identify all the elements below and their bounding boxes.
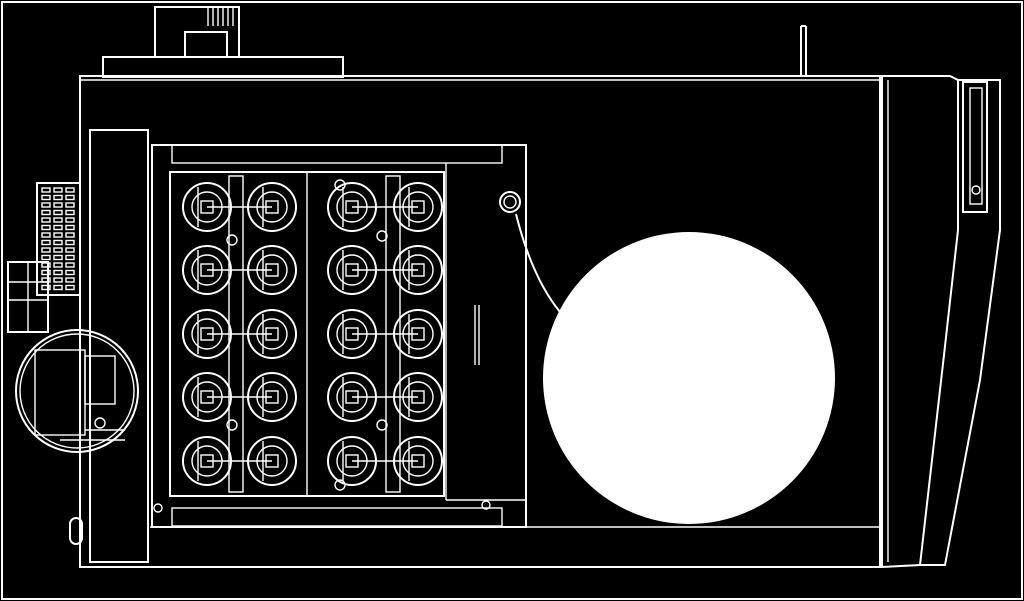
vent-slot <box>65 239 75 246</box>
battery-cell <box>327 309 377 359</box>
vent-slot <box>41 202 51 208</box>
indicator-lamp <box>499 191 521 213</box>
vent-slot <box>41 269 51 276</box>
battery-cell <box>327 245 377 295</box>
vent-slot <box>41 247 51 253</box>
vent-slot <box>41 187 51 193</box>
vent-slot <box>65 194 75 201</box>
battery-cell <box>393 436 443 486</box>
vent-slot <box>65 217 75 223</box>
vent-slot <box>41 217 51 223</box>
battery-cell <box>393 182 443 232</box>
door-frame <box>881 75 1001 569</box>
left-panel <box>89 129 149 563</box>
vent-slot <box>53 224 63 231</box>
battery-cell <box>247 436 297 486</box>
terminal-post <box>226 234 238 246</box>
vent-slot <box>65 224 75 231</box>
callout-circle <box>543 232 835 524</box>
vent-slot <box>53 277 63 283</box>
battery-cell <box>182 372 232 422</box>
vent-slot <box>41 224 51 231</box>
battery-cell <box>393 309 443 359</box>
left-vent-grille <box>36 182 81 296</box>
vent-slot <box>53 202 63 208</box>
vent-slot <box>65 232 75 238</box>
vent-slot <box>65 262 75 268</box>
foot-knob <box>69 517 83 545</box>
battery-cell <box>327 436 377 486</box>
vent-slot <box>65 254 75 261</box>
battery-cell <box>247 182 297 232</box>
vent-slot <box>65 284 75 291</box>
battery-cell <box>327 372 377 422</box>
vent-slot <box>65 247 75 253</box>
terminal-post <box>376 419 388 431</box>
vent-slot <box>53 247 63 253</box>
battery-cell <box>182 436 232 486</box>
vent-slot <box>53 284 63 291</box>
vent-slot <box>53 239 63 246</box>
vent-slot <box>53 269 63 276</box>
vent-slot <box>41 284 51 291</box>
left-connector-block <box>7 261 49 333</box>
battery-cell <box>182 309 232 359</box>
top-plate <box>102 56 344 78</box>
terminal-post <box>226 419 238 431</box>
terminal-post <box>334 179 346 191</box>
battery-cell <box>393 245 443 295</box>
callout-leader <box>515 213 561 313</box>
vent-slot <box>65 209 75 216</box>
battery-cell-array <box>169 171 445 497</box>
vertical-post <box>800 25 807 76</box>
battery-cell <box>327 182 377 232</box>
vent-slot <box>41 239 51 246</box>
door-handle <box>962 81 988 213</box>
vent-slot <box>65 187 75 193</box>
vent-slot <box>53 194 63 201</box>
vent-slot <box>41 254 51 261</box>
battery-cell <box>247 245 297 295</box>
vent-slot <box>53 217 63 223</box>
top-motor <box>154 6 240 58</box>
vent-slot <box>65 269 75 276</box>
vent-slot <box>41 232 51 238</box>
vent-slot <box>53 262 63 268</box>
terminal-post <box>334 479 346 491</box>
vent-slot <box>65 202 75 208</box>
vent-slot <box>65 277 75 283</box>
battery-cell <box>247 309 297 359</box>
magnifier-left <box>15 329 139 453</box>
vent-slot <box>53 232 63 238</box>
battery-tray <box>151 144 527 528</box>
battery-cell <box>393 372 443 422</box>
vent-slot <box>53 209 63 216</box>
vent-slot <box>53 254 63 261</box>
battery-cell <box>182 245 232 295</box>
vent-slot <box>53 187 63 193</box>
terminal-post <box>376 230 388 242</box>
battery-cell <box>247 372 297 422</box>
vent-slot <box>41 209 51 216</box>
vent-slot <box>41 194 51 201</box>
motor-fins <box>207 8 234 26</box>
battery-cell <box>182 182 232 232</box>
